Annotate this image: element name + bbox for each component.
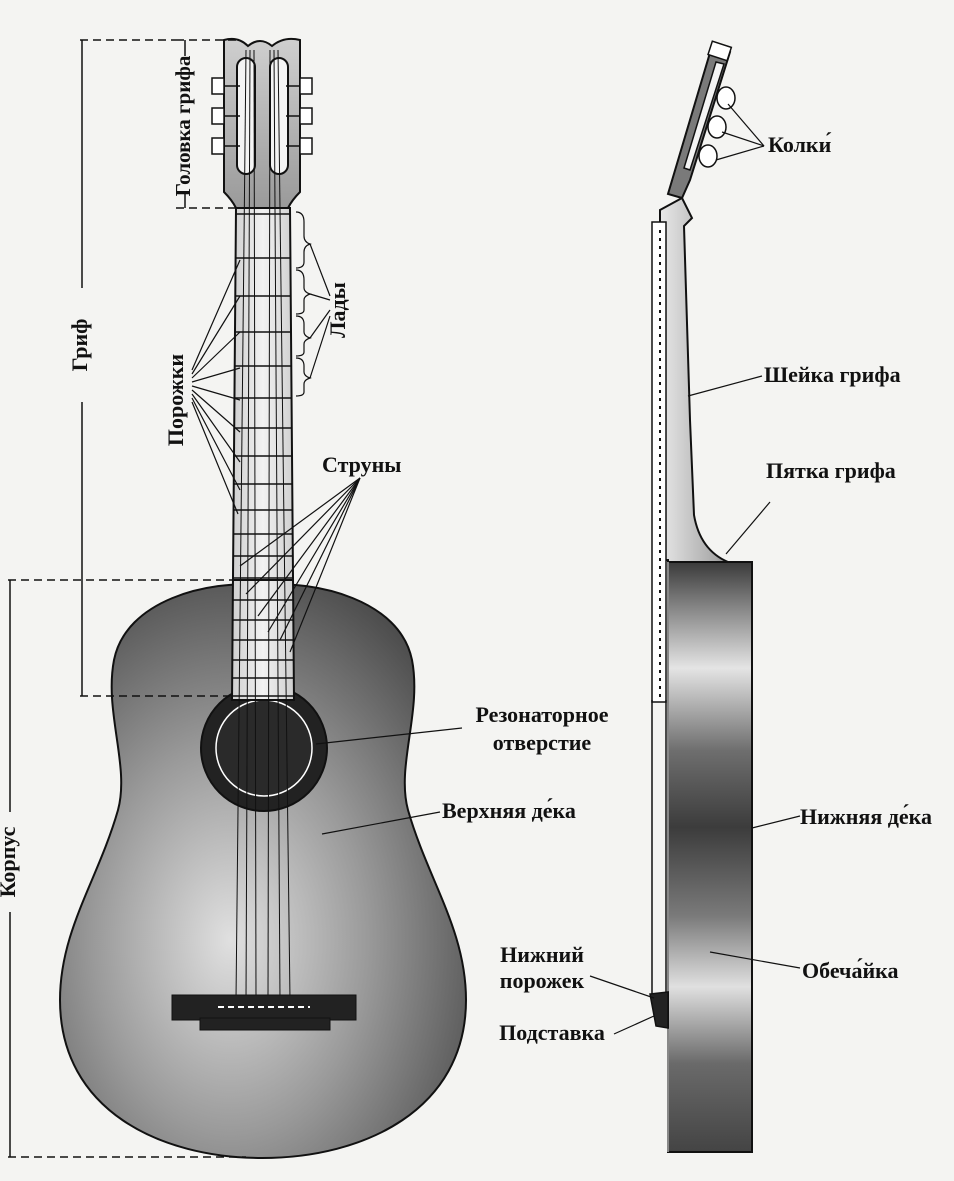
label-back-soundboard: Нижняя де́ка (800, 804, 932, 829)
tuning-pegs-front (211, 77, 313, 155)
leader-lines (191, 103, 801, 1035)
label-tuning-pegs: Колки́ (768, 132, 832, 157)
label-saddle-line2: порожек (500, 968, 585, 993)
label-top-soundboard: Верхняя де́ка (442, 798, 576, 823)
front-view (58, 37, 468, 1160)
guitar-body (58, 583, 468, 1160)
side-body (667, 561, 753, 1153)
label-sound-hole-line2: отверстие (493, 730, 592, 755)
label-saddle-line1: Нижний (500, 942, 584, 967)
label-neck-shaft: Шейка грифа (764, 362, 901, 387)
label-neck: Гриф (67, 319, 92, 372)
label-strings: Струны (322, 452, 401, 477)
side-bridge (649, 991, 669, 1029)
sound-hole (215, 699, 313, 797)
label-body: Корпус (0, 826, 20, 897)
side-neck (659, 196, 753, 589)
label-sound-hole-line1: Резонаторное (476, 702, 609, 727)
label-fret-wires: Порожки (163, 354, 188, 446)
side-tuning-pegs (698, 86, 736, 168)
label-neck-heel: Пятка грифа (766, 458, 896, 483)
label-bridge: Подставка (499, 1020, 605, 1045)
label-headstock: Головка грифа (171, 55, 195, 196)
side-view (649, 40, 753, 1153)
bridge-front (171, 994, 357, 1031)
dimension-lines (8, 39, 246, 1158)
label-frets: Лады (325, 282, 350, 338)
label-side-shell: Обеча́йка (802, 958, 898, 983)
strings-front (235, 49, 291, 1001)
